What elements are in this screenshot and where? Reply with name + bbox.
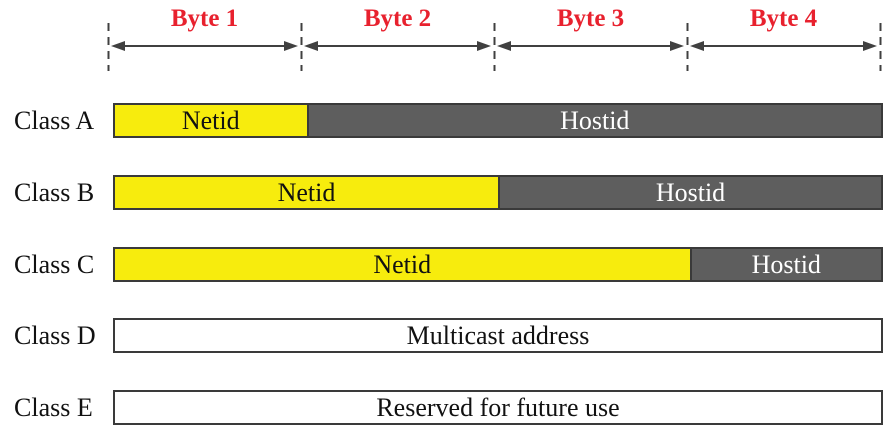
class-d-row: Class D Multicast address	[0, 318, 896, 353]
class-c-bar: Netid Hostid	[113, 247, 883, 282]
class-a-label: Class A	[14, 106, 95, 135]
byte-4-label: Byte 4	[749, 5, 818, 32]
class-a-hostid-segment: Hostid	[306, 105, 881, 136]
class-e-row: Class E Reserved for future use	[0, 390, 896, 425]
class-c-netid-segment: Netid	[115, 249, 690, 280]
class-a-netid-segment: Netid	[115, 105, 307, 136]
class-c-hostid-segment: Hostid	[689, 249, 881, 280]
class-b-label: Class B	[14, 178, 95, 207]
byte-3-label: Byte 3	[556, 5, 625, 32]
dashed-boundary-lines	[107, 23, 882, 71]
byte-1-label: Byte 1	[170, 5, 239, 32]
class-e-reserved-segment: Reserved for future use	[115, 392, 881, 423]
byte-span-arrows	[111, 41, 877, 51]
class-c-label: Class C	[14, 250, 95, 279]
class-d-bar: Multicast address	[113, 318, 883, 353]
class-a-bar: Netid Hostid	[113, 103, 883, 138]
byte-2-label: Byte 2	[363, 5, 432, 32]
class-b-row: Class B Netid Hostid	[0, 175, 896, 210]
byte-ruler: Byte 1 Byte 2 Byte 3 Byte 4	[0, 0, 896, 80]
byte-ruler-graphics	[107, 23, 882, 71]
class-d-multicast-segment: Multicast address	[115, 320, 881, 351]
class-b-netid-segment: Netid	[115, 177, 498, 208]
class-c-row: Class C Netid Hostid	[0, 247, 896, 282]
class-e-bar: Reserved for future use	[113, 390, 883, 425]
class-d-label: Class D	[14, 321, 96, 350]
class-e-label: Class E	[14, 393, 93, 422]
class-b-hostid-segment: Hostid	[498, 177, 881, 208]
class-a-row: Class A Netid Hostid	[0, 103, 896, 138]
class-b-bar: Netid Hostid	[113, 175, 883, 210]
